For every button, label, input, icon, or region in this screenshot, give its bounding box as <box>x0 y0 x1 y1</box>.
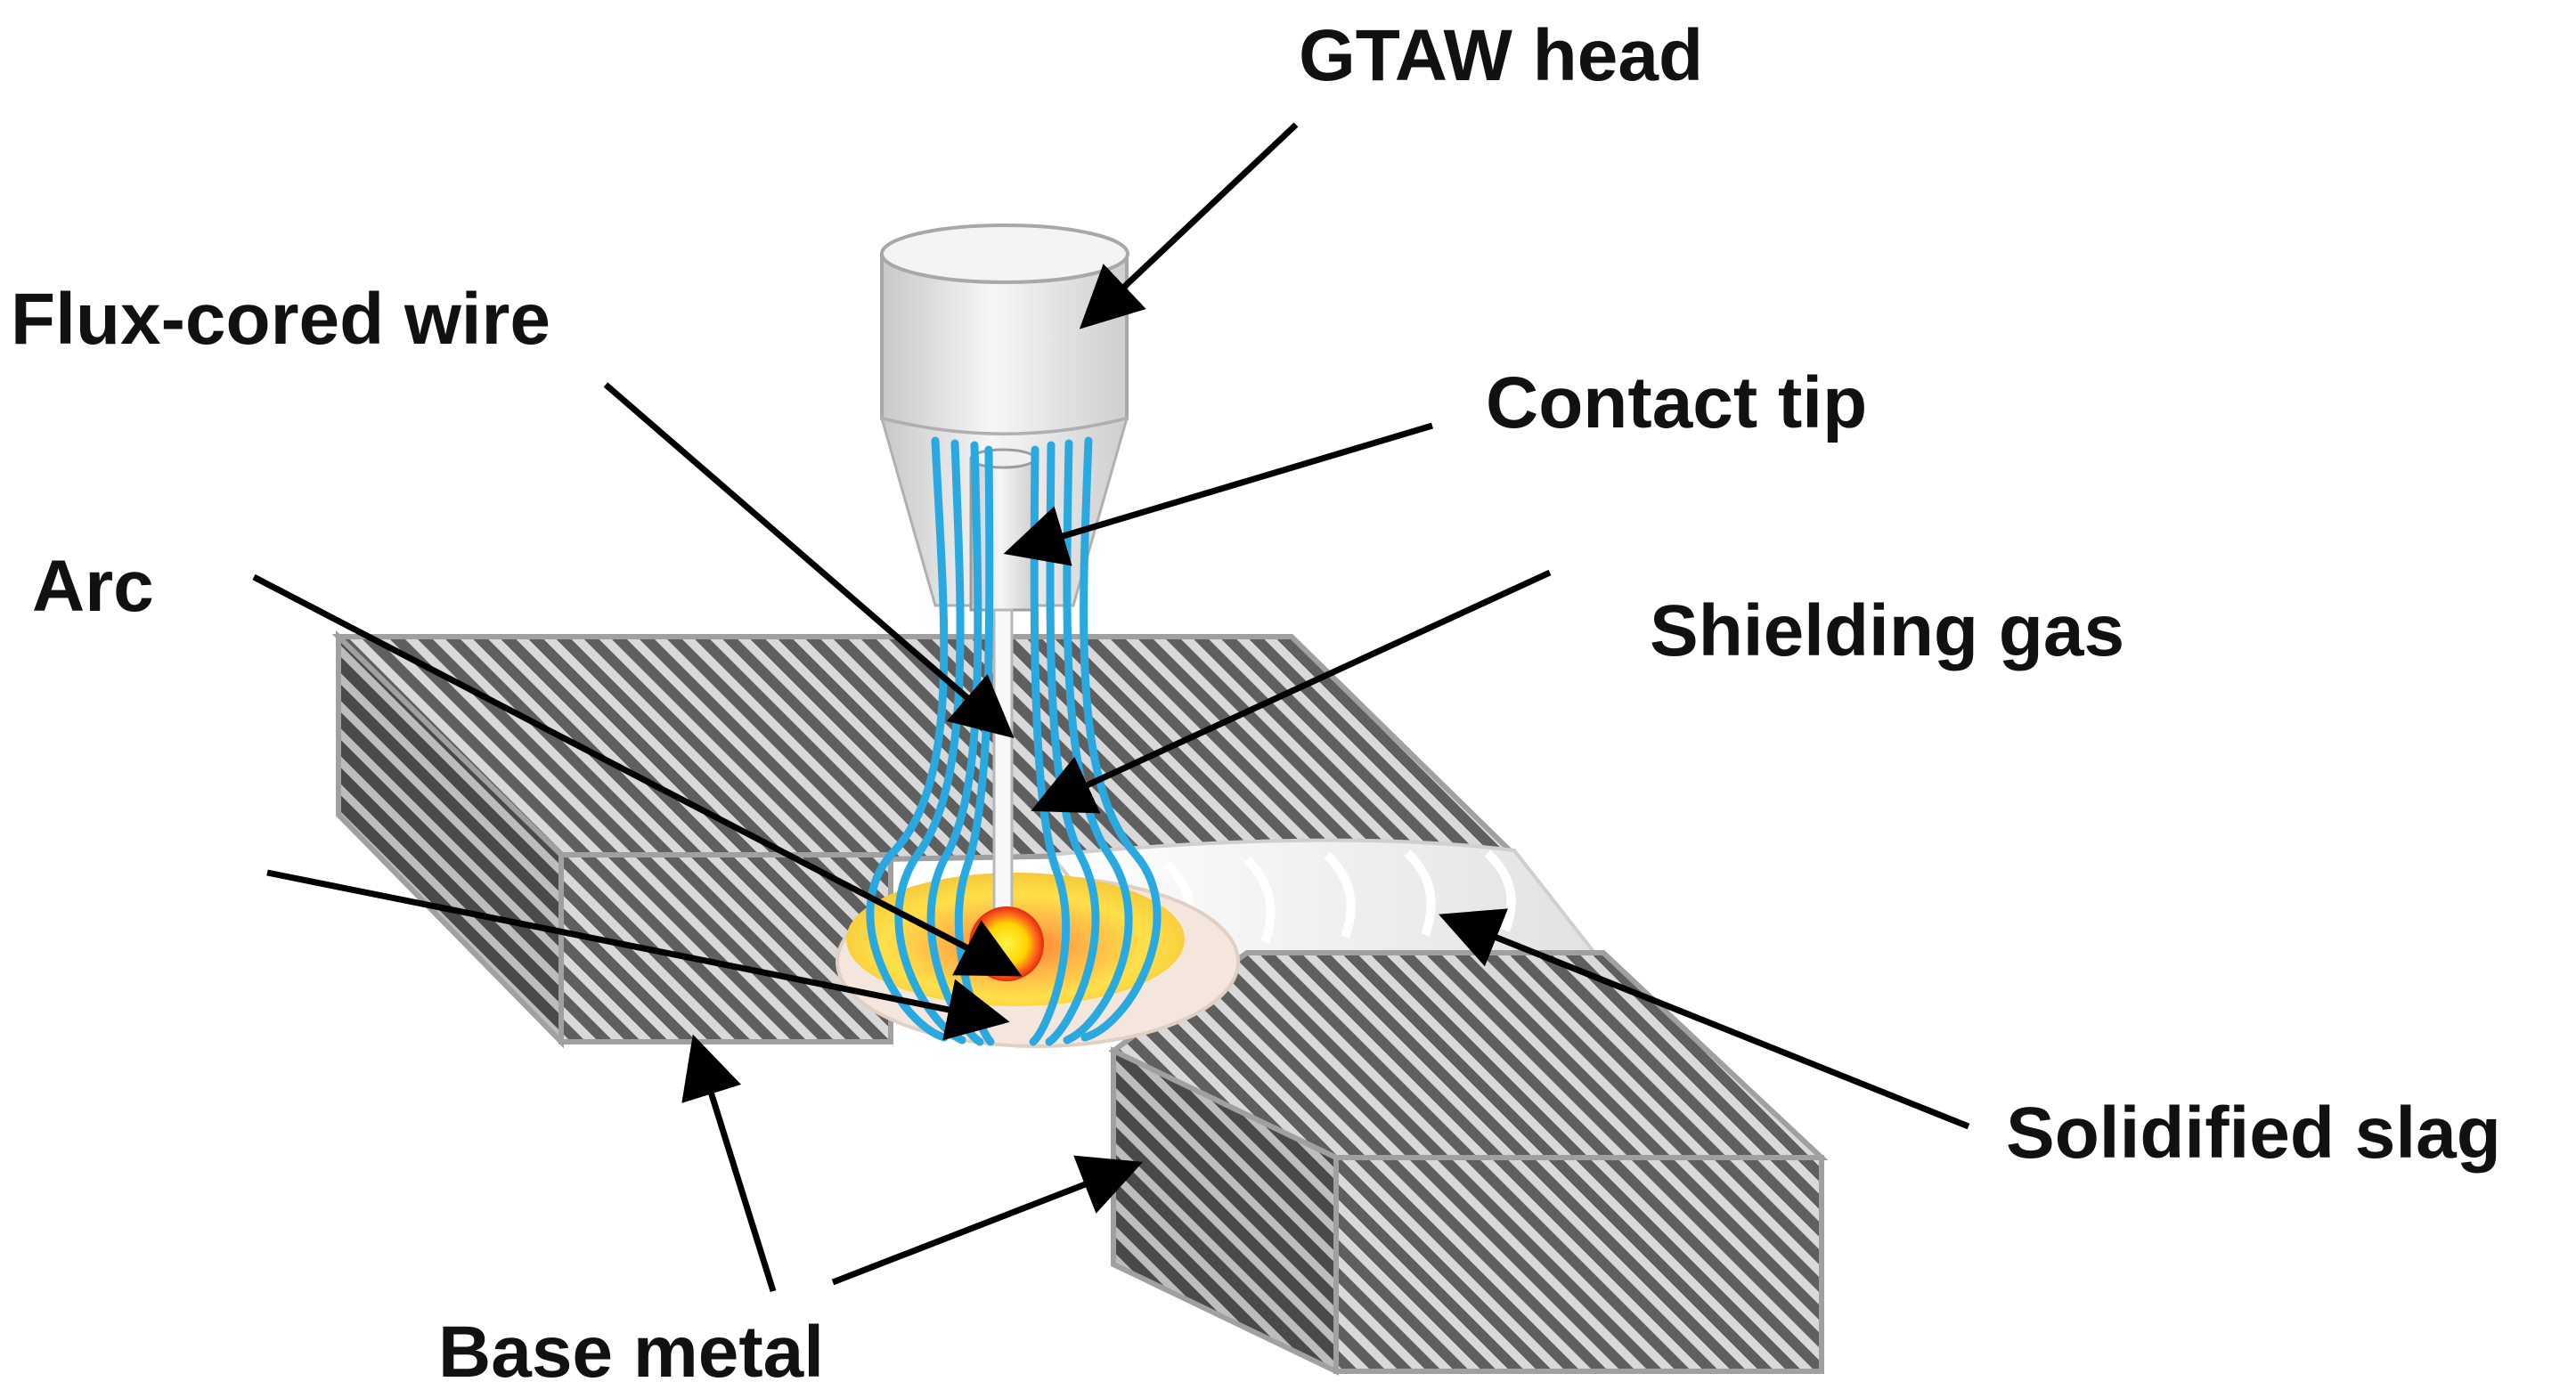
label-flux-cored-wire: Flux-cored wire <box>11 279 551 360</box>
flux-cored-wire <box>992 608 1014 932</box>
label-solidified-slag: Solidified slag <box>2006 1093 2501 1174</box>
arrow-solidified-slag <box>1439 908 1970 1130</box>
label-gtaw-head: GTAW head <box>1299 15 1704 96</box>
label-arc: Arc <box>32 546 154 627</box>
arrow-contact-tip <box>1003 422 1434 566</box>
arrow-arc <box>252 573 1023 977</box>
arrow-shielding-gas <box>1031 569 1552 814</box>
arrow-flux-cored-wire <box>603 382 1015 739</box>
label-contact-tip: Contact tip <box>1486 362 1868 443</box>
label-base-metal: Base metal <box>438 1312 825 1393</box>
arrow-base-metal-right <box>831 1155 1144 1286</box>
leader-lines <box>252 122 1970 1293</box>
arrow-base-metal-left <box>681 1034 777 1293</box>
arrow-gtaw-head <box>1079 122 1299 329</box>
base-metal-plate-left <box>331 630 1521 1049</box>
label-shielding-gas: Shielding gas <box>1650 590 2125 671</box>
arrow-weld-pool <box>266 869 1010 1041</box>
base-metal-plate-right <box>1108 950 1829 1376</box>
